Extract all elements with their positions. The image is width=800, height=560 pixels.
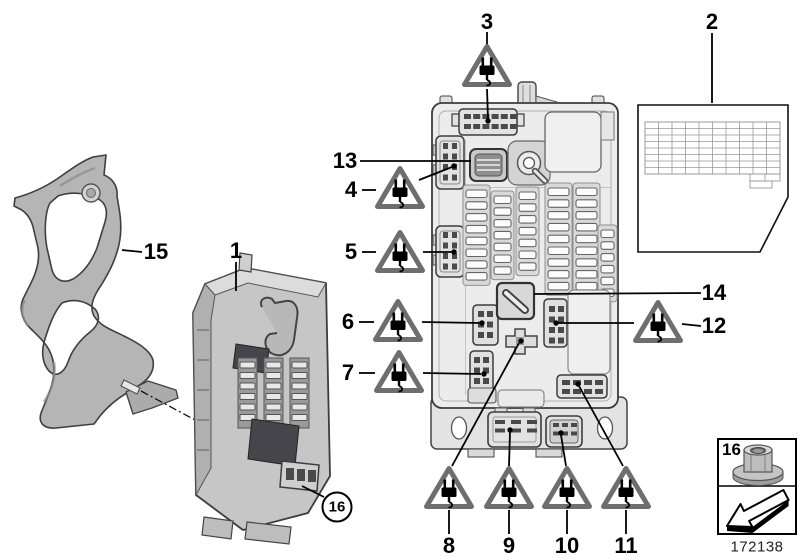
callout-12[interactable]: 12 bbox=[701, 313, 727, 338]
relay-square bbox=[495, 281, 536, 321]
module-clip-hook bbox=[260, 296, 299, 357]
callout-1[interactable]: 1 bbox=[229, 238, 243, 263]
callout-3[interactable]: 3 bbox=[480, 9, 494, 34]
callout-9[interactable]: 9 bbox=[502, 533, 516, 558]
connector-left-upper bbox=[432, 135, 465, 190]
callout-lines bbox=[121, 32, 713, 534]
legend-item-number[interactable]: 16 bbox=[722, 440, 741, 459]
callout-10[interactable]: 10 bbox=[554, 533, 580, 558]
callout-8[interactable]: 8 bbox=[442, 533, 456, 558]
callout-dots bbox=[451, 118, 581, 436]
bracket-pin bbox=[120, 379, 141, 395]
module-top-tab bbox=[238, 252, 253, 273]
connector-bottom-right bbox=[556, 374, 608, 399]
callout-7[interactable]: 7 bbox=[341, 360, 355, 385]
relay-block bbox=[469, 148, 508, 182]
fuse-box-part bbox=[430, 81, 628, 458]
drawing-number: 172138 bbox=[730, 538, 784, 556]
fuse-field bbox=[462, 182, 618, 303]
callout-15[interactable]: 15 bbox=[143, 239, 169, 264]
direction-arrow-icon bbox=[726, 489, 790, 533]
legend-box bbox=[717, 438, 797, 535]
callout-circle-16 bbox=[321, 491, 353, 523]
mounting-bracket-part bbox=[13, 154, 198, 429]
flange-hole bbox=[596, 416, 614, 440]
flange-hole bbox=[450, 416, 468, 440]
fuse-assignment-label-part bbox=[637, 104, 789, 253]
callout-5[interactable]: 5 bbox=[344, 239, 358, 264]
connector-mid-upper bbox=[472, 304, 499, 346]
callout-11[interactable]: 11 bbox=[614, 533, 638, 558]
control-module-part bbox=[192, 252, 331, 545]
sticker-grid bbox=[644, 121, 781, 189]
callout-4[interactable]: 4 bbox=[344, 177, 358, 202]
alignment-dash-line bbox=[140, 390, 198, 422]
hex-flange-nut-part bbox=[732, 444, 784, 486]
callout-14[interactable]: 14 bbox=[701, 280, 727, 305]
callout-6[interactable]: 6 bbox=[341, 309, 355, 334]
connector-bottom-small bbox=[545, 415, 583, 448]
mounting-post bbox=[507, 140, 551, 186]
callout-13[interactable]: 13 bbox=[332, 148, 358, 173]
callout-16-circled[interactable]: 16 bbox=[328, 498, 346, 516]
connector-bottom-wide bbox=[487, 407, 542, 448]
callout-2[interactable]: 2 bbox=[705, 9, 719, 34]
